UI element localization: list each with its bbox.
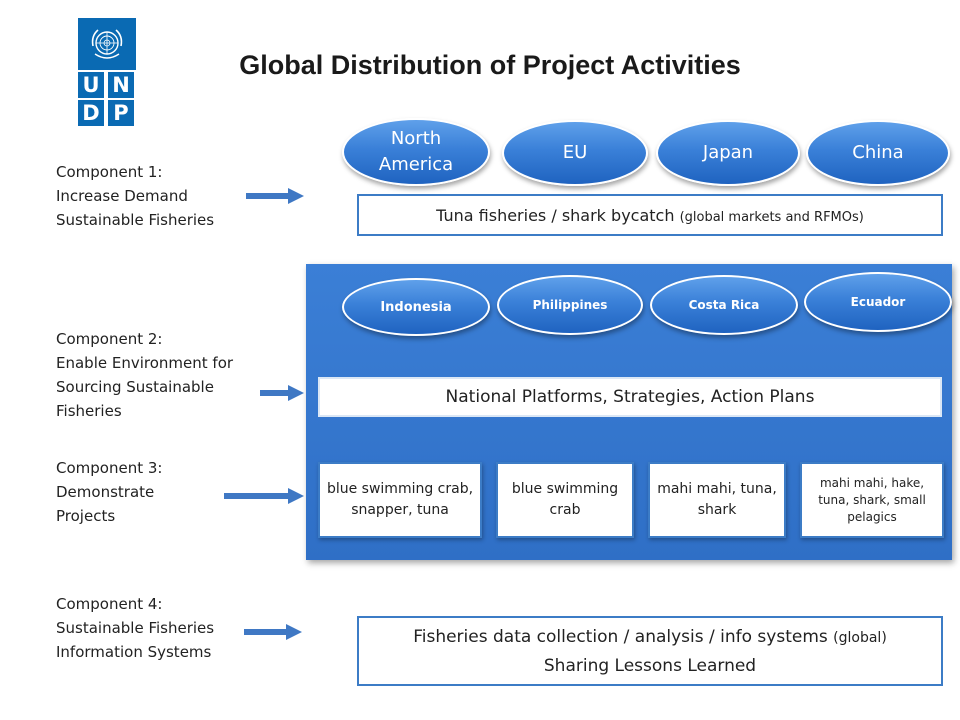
logo-letter-d: D bbox=[78, 100, 104, 126]
country-indonesia: Indonesia bbox=[342, 278, 490, 336]
country-ecuador-label: Ecuador bbox=[850, 295, 906, 309]
market-china: China bbox=[806, 120, 950, 186]
country-costa-rica-label: Costa Rica bbox=[688, 298, 760, 312]
component-4-label: Component 4: Sustainable Fisheries Infor… bbox=[56, 592, 214, 664]
national-platforms-label: National Platforms, Strategies, Action P… bbox=[445, 387, 815, 407]
global-markets-note: (global markets and RFMOs) bbox=[679, 209, 864, 225]
component-3-line-1: Component 3: bbox=[56, 459, 163, 477]
logo-letter-n: N bbox=[108, 72, 134, 98]
component-1-line-2: Increase Demand bbox=[56, 187, 188, 205]
component-2-label: Component 2: Enable Environment for Sour… bbox=[56, 327, 233, 423]
market-north-america: North America bbox=[342, 118, 490, 186]
market-japan-label: Japan bbox=[702, 142, 754, 163]
species-philippines-label: blue swimming crab bbox=[511, 481, 619, 518]
component-1-line-3: Sustainable Fisheries bbox=[56, 211, 215, 229]
component-1-arrow-icon bbox=[246, 188, 304, 204]
market-eu: EU bbox=[502, 120, 648, 186]
species-box-costa-rica: mahi mahi, tuna, shark bbox=[648, 462, 786, 538]
country-ecuador: Ecuador bbox=[804, 272, 952, 332]
country-philippines: Philippines bbox=[497, 275, 643, 335]
market-china-label: China bbox=[852, 142, 904, 163]
species-box-indonesia: blue swimming crab, snapper, tuna bbox=[318, 462, 482, 538]
info-systems-note: (global) bbox=[833, 629, 887, 646]
component-2-line-1: Component 2: bbox=[56, 330, 163, 348]
component-4-arrow-icon bbox=[244, 624, 302, 640]
country-indonesia-label: Indonesia bbox=[380, 299, 452, 315]
species-costa-rica-label: mahi mahi, tuna, shark bbox=[657, 481, 777, 518]
component-4-line-1: Component 4: bbox=[56, 595, 163, 613]
market-north-america-label: North America bbox=[378, 128, 454, 175]
species-ecuador-label: mahi mahi, hake, tuna, shark, small pela… bbox=[818, 475, 926, 524]
global-markets-main: Tuna fisheries / shark bycatch bbox=[436, 205, 680, 225]
component-2-line-3: Sourcing Sustainable bbox=[56, 378, 214, 396]
undp-logo: U N D P bbox=[78, 18, 136, 126]
component-3-line-2: Demonstrate bbox=[56, 483, 155, 501]
component-3-label: Component 3: Demonstrate Projects bbox=[56, 456, 162, 528]
un-emblem-icon bbox=[78, 18, 136, 70]
species-box-ecuador: mahi mahi, hake, tuna, shark, small pela… bbox=[800, 462, 944, 538]
component-2-line-4: Fisheries bbox=[56, 402, 122, 420]
logo-letter-u: U bbox=[78, 72, 104, 98]
country-philippines-label: Philippines bbox=[532, 298, 608, 312]
country-costa-rica: Costa Rica bbox=[650, 275, 798, 335]
logo-letter-p: P bbox=[108, 100, 134, 126]
component-1-line-1: Component 1: bbox=[56, 163, 163, 181]
market-japan: Japan bbox=[656, 120, 800, 186]
species-box-philippines: blue swimming crab bbox=[496, 462, 634, 538]
market-eu-label: EU bbox=[562, 142, 588, 163]
component-2-arrow-icon bbox=[260, 385, 304, 401]
global-markets-box: Tuna fisheries / shark bycatch (global m… bbox=[357, 194, 943, 236]
info-systems-box: Fisheries data collection / analysis / i… bbox=[357, 616, 943, 686]
component-3-arrow-icon bbox=[224, 488, 304, 504]
info-systems-main: Fisheries data collection / analysis / i… bbox=[413, 626, 834, 647]
component-2-line-2: Enable Environment for bbox=[56, 354, 234, 372]
national-platforms-box: National Platforms, Strategies, Action P… bbox=[318, 377, 942, 417]
species-indonesia-label: blue swimming crab, snapper, tuna bbox=[326, 481, 474, 518]
component-3-line-3: Projects bbox=[56, 507, 116, 525]
page-title: Global Distribution of Project Activitie… bbox=[239, 50, 741, 80]
component-4-line-3: Information Systems bbox=[56, 643, 212, 661]
component-4-line-2: Sustainable Fisheries bbox=[56, 619, 215, 637]
component-1-label: Component 1: Increase Demand Sustainable… bbox=[56, 160, 214, 232]
lessons-learned-label: Sharing Lessons Learned bbox=[543, 655, 757, 676]
